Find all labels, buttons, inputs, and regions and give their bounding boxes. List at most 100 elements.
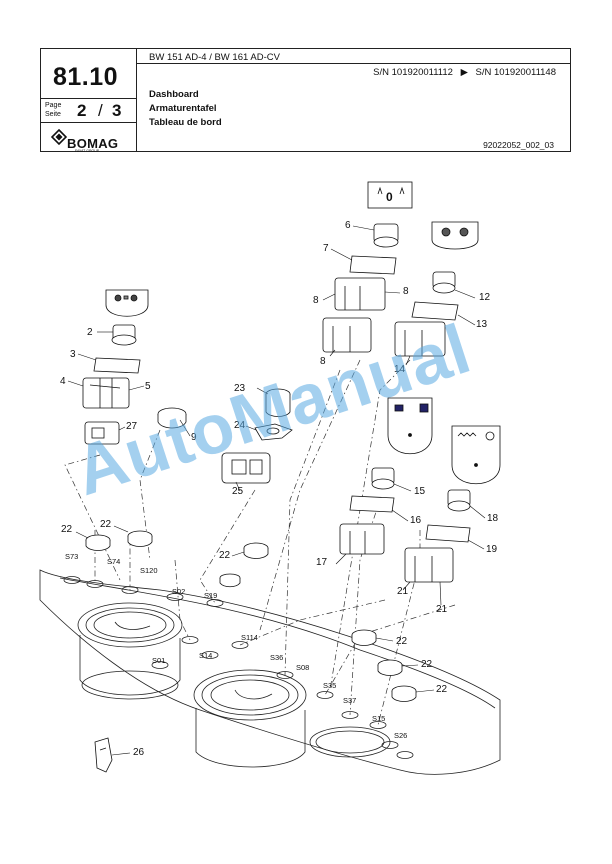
blanking-cap-9 — [157, 407, 187, 429]
callout-15: 15 — [414, 486, 426, 497]
serial-range: S/N 101920011112 ▶ S/N 101920011148 — [373, 67, 556, 78]
page-separator: / — [98, 101, 103, 120]
exploded-view-diagram — [39, 181, 501, 775]
switch-housing-21 — [404, 547, 454, 583]
switch-module-25 — [221, 452, 271, 484]
callout-5: 5 — [145, 381, 151, 392]
switch-cover-13 — [411, 301, 459, 321]
clip-26 — [94, 737, 113, 773]
callout-26: 26 — [133, 747, 145, 758]
symbol-plate-hazard — [367, 181, 413, 209]
callout-16: 16 — [410, 515, 422, 526]
callout-8-a: 8 — [313, 295, 319, 306]
page-total: 3 — [112, 101, 122, 120]
callout-7: 7 — [323, 243, 329, 254]
page-current: 2 — [77, 101, 87, 120]
blanking-cap-22 — [85, 530, 417, 702]
serial-to: S/N 101920011148 — [475, 67, 556, 78]
symbol-plate-vibration — [387, 397, 433, 455]
callout-14: 14 — [394, 364, 406, 375]
callout-22-d: 22 — [396, 636, 408, 647]
label-s120: S120 — [140, 566, 158, 575]
title-en: Dashboard — [149, 89, 199, 100]
title-block-divider — [136, 49, 137, 151]
label-s19: S19 — [204, 591, 218, 600]
switch-cover-19 — [425, 524, 471, 543]
dashboard-panel — [39, 569, 501, 775]
rocker-switch-12 — [432, 271, 456, 294]
callout-13: 13 — [476, 319, 488, 330]
callout-12: 12 — [479, 292, 491, 303]
switch-module-27 — [84, 421, 120, 445]
switch-housing-14 — [394, 321, 446, 357]
label-s114: S114 — [241, 633, 258, 642]
switch-cover-16 — [349, 495, 395, 513]
label-s36: S36 — [270, 653, 284, 662]
label-s37: S37 — [343, 696, 357, 705]
rocker-switch-15 — [371, 467, 395, 490]
callout-3: 3 — [70, 349, 76, 360]
arrow-right-icon: ▶ — [460, 67, 468, 78]
serial-from: S/N 101920011112 — [373, 67, 453, 78]
rocker-switch-18 — [447, 489, 471, 512]
callout-17: 17 — [316, 557, 328, 568]
callout-24: 24 — [234, 420, 246, 431]
callout-8-b: 8 — [403, 286, 409, 297]
callout-2: 2 — [87, 327, 93, 338]
title-fr: Tableau de bord — [149, 117, 222, 128]
switch-cover-3 — [93, 357, 141, 374]
callout-9: 9 — [191, 432, 197, 443]
callout-4: 4 — [60, 376, 66, 387]
label-s74: S74 — [107, 557, 121, 566]
symbol-plate-drive — [431, 221, 479, 250]
label-s01: S01 — [152, 656, 166, 665]
label-s26: S26 — [394, 731, 408, 740]
brand-name: BOMAG — [67, 136, 119, 151]
switch-symbol-zero: 0 — [386, 190, 393, 204]
callout-22-a: 22 — [61, 524, 73, 535]
retaining-nut-24 — [254, 423, 293, 441]
center-gauge — [193, 669, 307, 721]
callout-8-c: 8 — [320, 356, 326, 367]
title-block: 81.10 Page Seite 2 / 3 BOMAG FAYAT GROUP… — [40, 48, 571, 153]
page-label: Page — [45, 102, 62, 109]
title-block-rule — [136, 63, 570, 64]
callout-19: 19 — [486, 544, 498, 555]
callout-22-e: 22 — [421, 659, 433, 670]
callout-23: 23 — [234, 383, 246, 394]
machine-model: BW 151 AD-4 / BW 161 AD-CV — [149, 52, 280, 63]
title-block-rule — [41, 98, 136, 99]
title-block-rule — [41, 122, 136, 123]
label-s08: S08 — [296, 663, 310, 672]
callout-18: 18 — [487, 513, 499, 524]
rocker-switch-2 — [111, 324, 137, 346]
label-s35: S35 — [323, 681, 337, 690]
label-s15: S15 — [372, 714, 386, 723]
label-s14: S14 — [199, 651, 213, 660]
callout-22-f: 22 — [436, 684, 448, 695]
pushbutton-23 — [265, 388, 291, 417]
bomag-logo-icon — [51, 129, 67, 145]
callout-22-c: 22 — [219, 550, 231, 561]
switch-cover-7 — [349, 255, 397, 275]
rocker-switch-6 — [373, 223, 399, 248]
brand-subtitle: FAYAT GROUP — [75, 149, 100, 153]
label-s02: S02 — [172, 587, 186, 596]
symbol-plate-compaction — [451, 425, 501, 485]
switch-housing-8b — [322, 317, 372, 353]
callout-22-b: 22 — [100, 519, 112, 530]
drawing-reference: 92022052_002_03 — [483, 140, 554, 150]
callout-27: 27 — [126, 421, 138, 432]
page-label-de: Seite — [45, 111, 61, 118]
page-number: 81.10 — [53, 63, 119, 91]
callout-21-b: 21 — [436, 604, 448, 615]
switch-housing-4 — [82, 377, 130, 409]
callout-25: 25 — [232, 486, 244, 497]
callout-21-a: 21 — [397, 586, 409, 597]
title-de: Armaturentafel — [149, 103, 217, 114]
left-gauge — [77, 602, 183, 648]
display-opening — [309, 726, 391, 758]
switch-housing-17 — [339, 523, 385, 555]
symbol-plate-lighting — [105, 289, 149, 317]
switch-housing-8a — [334, 277, 386, 311]
